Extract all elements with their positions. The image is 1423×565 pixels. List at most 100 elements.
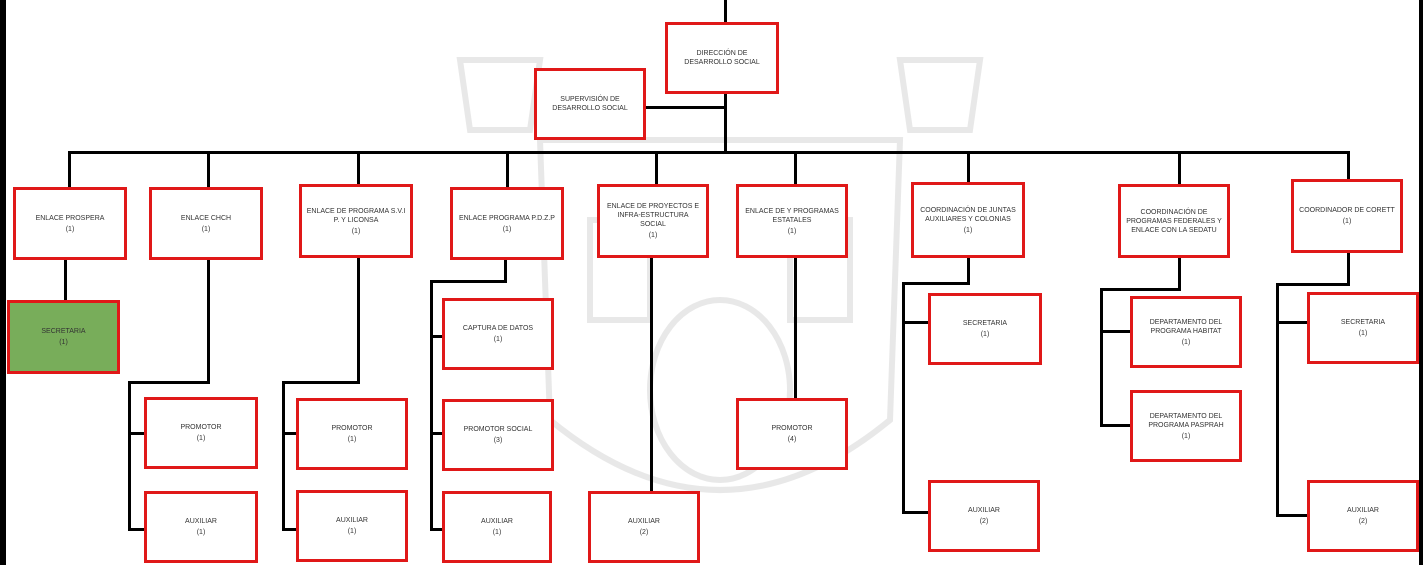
node-count: (1) bbox=[201, 225, 211, 233]
node-corett-secretaria: SECRETARIA (1) bbox=[1307, 292, 1419, 364]
node-svi-promotor: PROMOTOR (1) bbox=[296, 398, 408, 470]
connector bbox=[282, 381, 360, 384]
node-count: (1) bbox=[196, 435, 206, 442]
node-title: PROMOTOR bbox=[180, 424, 222, 431]
node-title: SECRETARIA bbox=[1340, 319, 1386, 326]
connector bbox=[1276, 283, 1350, 286]
node-title: PROMOTOR bbox=[771, 425, 813, 432]
connector bbox=[902, 282, 970, 285]
node-title: AUXILIAR bbox=[336, 517, 368, 524]
node-title: PROMOTOR bbox=[331, 425, 373, 432]
node-supervision: SUPERVISIÓN DE DESARROLLO SOCIAL bbox=[534, 68, 646, 140]
node-count: (1) bbox=[1342, 218, 1352, 225]
node-title: ENLACE CHCH bbox=[180, 214, 232, 222]
connector bbox=[1276, 283, 1279, 517]
node-pdzp-auxiliar: AUXILIAR (1) bbox=[442, 491, 552, 563]
node-count: (1) bbox=[65, 225, 75, 233]
connector bbox=[1276, 514, 1310, 517]
node-departamento-pasprah: DEPARTAMENTO DEL PROGRAMA PASPRAH (1) bbox=[1130, 390, 1242, 462]
node-count: (1) bbox=[502, 225, 512, 233]
node-departamento-habitat: DEPARTAMENTO DEL PROGRAMA HABITAT (1) bbox=[1130, 296, 1242, 368]
node-count: (1) bbox=[347, 436, 357, 443]
node-title: CAPTURA DE DATOS bbox=[462, 325, 534, 332]
node-enlace-infra: ENLACE DE PROYECTOS E INFRA-ESTRUCTURA S… bbox=[597, 184, 709, 258]
connector bbox=[68, 151, 1350, 154]
node-enlace-svi: ENLACE DE PROGRAMA S.V.I P. Y LICONSA (1… bbox=[299, 184, 413, 258]
node-pdzp-captura: CAPTURA DE DATOS (1) bbox=[442, 298, 554, 370]
node-count: (3) bbox=[493, 437, 503, 444]
connector bbox=[967, 151, 970, 185]
node-enlace-pdzp: ENLACE PROGRAMA P.D.Z.P (1) bbox=[450, 187, 564, 260]
node-chch-promotor: PROMOTOR (1) bbox=[144, 397, 258, 469]
node-title: AUXILIAR bbox=[628, 518, 660, 525]
node-title: SECRETARIA bbox=[962, 320, 1008, 327]
connector bbox=[430, 528, 446, 531]
connector bbox=[724, 92, 727, 154]
connector bbox=[357, 151, 360, 189]
node-count: (1) bbox=[1181, 432, 1191, 440]
node-coordinador-corett: COORDINADOR DE CORETT (1) bbox=[1291, 179, 1403, 253]
connector bbox=[128, 381, 210, 384]
node-count: (2) bbox=[1358, 518, 1368, 525]
node-title: SUPERVISIÓN DE DESARROLLO SOCIAL bbox=[552, 96, 628, 112]
node-title: ENLACE PROGRAMA P.D.Z.P bbox=[459, 214, 555, 222]
connector bbox=[794, 256, 797, 400]
node-count: (1) bbox=[963, 226, 973, 234]
connector bbox=[967, 256, 970, 284]
node-title: DIRECCIÓN DE DESARROLLO SOCIAL bbox=[684, 50, 760, 66]
node-juntas-auxiliar: AUXILIAR (2) bbox=[928, 480, 1040, 552]
node-title: COORDINACIÓN DE JUNTAS AUXILIARES Y COLO… bbox=[920, 206, 1016, 223]
connector bbox=[68, 151, 71, 189]
connector bbox=[650, 256, 653, 494]
node-svi-auxiliar: AUXILIAR (1) bbox=[296, 490, 408, 562]
connector bbox=[1178, 256, 1181, 290]
connector bbox=[902, 511, 932, 514]
node-count: (1) bbox=[1358, 330, 1368, 337]
node-chch-auxiliar: AUXILIAR (1) bbox=[144, 491, 258, 563]
node-title: COORDINACIÓN DE PROGRAMAS FEDERALES Y EN… bbox=[1126, 208, 1222, 234]
connector bbox=[1100, 424, 1134, 427]
node-count: (1) bbox=[787, 227, 797, 235]
connector bbox=[282, 381, 285, 531]
node-title: DEPARTAMENTO DEL PROGRAMA HABITAT bbox=[1149, 318, 1223, 335]
connector bbox=[724, 0, 727, 22]
node-title: SECRETARIA bbox=[41, 328, 86, 335]
node-title: AUXILIAR bbox=[185, 518, 217, 525]
node-count: (1) bbox=[1181, 338, 1191, 346]
connector bbox=[282, 432, 302, 435]
connector bbox=[655, 151, 658, 187]
node-count: (1) bbox=[351, 227, 361, 235]
node-title: PROMOTOR SOCIAL bbox=[463, 426, 533, 433]
frame-right-border bbox=[1419, 0, 1423, 565]
node-pdzp-promotor: PROMOTOR SOCIAL (3) bbox=[442, 399, 554, 471]
connector bbox=[1276, 321, 1310, 324]
node-title: ENLACE DE PROYECTOS E INFRA-ESTRUCTURA S… bbox=[606, 203, 700, 228]
node-count: (2) bbox=[979, 518, 989, 525]
node-title: ENLACE DE Y PROGRAMAS ESTATALES bbox=[745, 207, 839, 224]
node-coordinacion-federales: COORDINACIÓN DE PROGRAMAS FEDERALES Y EN… bbox=[1118, 184, 1230, 258]
node-title: COORDINADOR DE CORETT bbox=[1299, 207, 1395, 214]
node-corett-auxiliar: AUXILIAR (2) bbox=[1307, 480, 1419, 552]
connector bbox=[1178, 151, 1181, 187]
connector bbox=[207, 151, 210, 189]
connector bbox=[282, 528, 302, 531]
node-count: (1) bbox=[347, 528, 357, 535]
node-title: AUXILIAR bbox=[1347, 507, 1379, 514]
node-count: (4) bbox=[787, 436, 797, 443]
connector bbox=[902, 282, 905, 514]
connector bbox=[430, 280, 433, 531]
connector bbox=[1100, 288, 1181, 291]
node-count: (1) bbox=[648, 232, 658, 239]
node-enlace-prospera: ENLACE PROSPERA (1) bbox=[13, 187, 127, 260]
connector bbox=[357, 258, 360, 383]
connector bbox=[1100, 330, 1134, 333]
node-count: (2) bbox=[639, 529, 649, 536]
connector bbox=[430, 432, 446, 435]
node-title: AUXILIAR bbox=[481, 518, 513, 525]
node-infra-auxiliar: AUXILIAR (2) bbox=[588, 491, 700, 563]
connector bbox=[794, 151, 797, 187]
connector bbox=[128, 432, 148, 435]
node-title: ENLACE DE PROGRAMA S.V.I P. Y LICONSA bbox=[306, 207, 406, 224]
connector bbox=[506, 151, 509, 189]
